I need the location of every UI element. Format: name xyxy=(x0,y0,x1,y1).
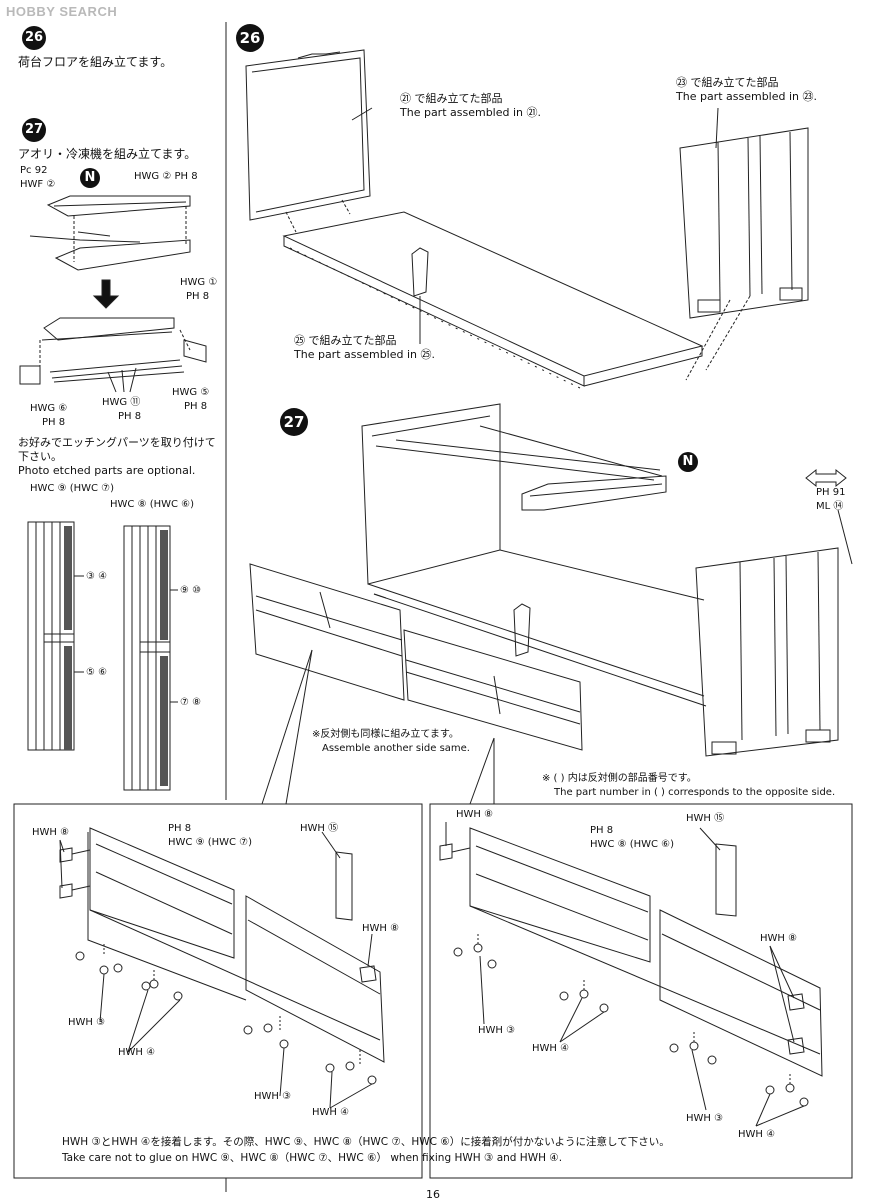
ph8-label-d: PH 8 xyxy=(118,411,142,422)
bl-hwh3-a: HWH ③ xyxy=(68,1017,106,1028)
n-badge-right: N xyxy=(678,452,698,472)
n-badge-left: N xyxy=(80,168,100,188)
bl-hwh3-b: HWH ③ xyxy=(254,1091,292,1102)
hwf-label: HWF ② xyxy=(20,179,56,190)
br-hwc: HWC ⑧ (HWC ⑥) xyxy=(590,839,675,850)
hwg-upper-assembly xyxy=(29,195,191,271)
hwc8-label: HWC ⑧ (HWC ⑥) xyxy=(110,499,195,510)
bl-ph8: PH 8 xyxy=(168,823,192,834)
ref21-en: The part assembled in ㉑. xyxy=(400,106,542,119)
pc-label: Pc 92 xyxy=(20,165,48,176)
ml14-label: ML ⑭ xyxy=(816,501,844,512)
detail-right-pins xyxy=(453,934,809,1107)
ref23-en: The part assembled in ㉓. xyxy=(676,90,818,103)
step-27-text: アオリ・冷凍機を組み立てます。 xyxy=(18,147,197,161)
hwg11-label: HWG ⑪ xyxy=(102,397,141,408)
optional-en: Photo etched parts are optional. xyxy=(18,464,196,477)
bl-hwc: HWC ⑨ (HWC ⑦) xyxy=(168,837,253,848)
br-hwh3-a: HWH ③ xyxy=(478,1025,516,1036)
br-hwh4-b: HWH ④ xyxy=(738,1129,776,1140)
part-9-10: ⑨ ⑩ xyxy=(180,585,202,596)
down-arrow xyxy=(92,279,120,309)
bl-hwh15: HWH ⑮ xyxy=(300,823,339,834)
ref25-jp: ㉕ で組み立てた部品 xyxy=(294,334,397,347)
note-jp: ※反対側も同様に組み立てます。 xyxy=(312,729,459,740)
rear-door xyxy=(695,547,839,757)
step-26-right-badge: 26 xyxy=(236,24,264,52)
step-26-badge: 26 xyxy=(22,26,46,50)
etched-strip-left xyxy=(27,521,84,751)
double-arrow xyxy=(805,468,847,488)
bl-hwh8-a: HWH ⑧ xyxy=(32,827,70,838)
br-hwh4-a: HWH ④ xyxy=(532,1043,570,1054)
note-en: Assemble another side same. xyxy=(322,743,470,754)
hwg6-label: HWG ⑥ xyxy=(30,403,68,414)
ref23-jp: ㉓ で組み立てた部品 xyxy=(676,76,779,89)
br-hwh8-a: HWH ⑧ xyxy=(456,809,494,820)
hwg5-label: HWG ⑤ xyxy=(172,387,210,398)
bl-hwh4-a: HWH ④ xyxy=(118,1047,156,1058)
hwg2-label: HWG ② PH 8 xyxy=(134,171,198,182)
ph8-label-a: PH 8 xyxy=(186,291,210,302)
rear-door-23 xyxy=(679,127,809,381)
bl-hwh4-b: HWH ④ xyxy=(312,1107,350,1118)
br-hwh3-b: HWH ③ xyxy=(686,1113,724,1124)
page-number: 16 xyxy=(426,1188,440,1201)
footer-note-jp: HWH ③とHWH ④を接着します。その際、HWC ⑨、HWC ⑧（HWC ⑦、… xyxy=(62,1136,670,1148)
part-7-8: ⑦ ⑧ xyxy=(180,697,202,708)
etched-strip-right xyxy=(123,525,178,791)
paren-note-jp: ※ ( ) 内は反対側の部品番号です。 xyxy=(542,773,697,784)
paren-note-en: The part number in ( ) corresponds to th… xyxy=(554,787,836,798)
hwg1-label: HWG ① xyxy=(180,277,218,288)
br-hwh8-b: HWH ⑧ xyxy=(760,933,798,944)
detail-left-pins xyxy=(75,944,377,1085)
optional-jp-2: 下さい。 xyxy=(18,450,62,463)
side-rails xyxy=(249,563,583,751)
detail-box-left xyxy=(13,803,423,1179)
optional-jp-1: お好みでエッチングパーツを取り付けて xyxy=(18,436,216,449)
step-27-badge: 27 xyxy=(22,118,46,142)
detail-right-leaders xyxy=(445,822,805,1127)
front-panel-21 xyxy=(245,49,371,233)
ph8-label-b: PH 8 xyxy=(184,401,208,412)
footer-note-en: Take care not to glue on HWC ⑨、HWC ⑧（HWC… xyxy=(62,1152,563,1164)
detail-right-panel xyxy=(439,827,823,1077)
hwg-lower-assembly xyxy=(19,317,207,393)
detail-box-right xyxy=(429,803,853,1179)
br-ph8: PH 8 xyxy=(590,825,614,836)
ph91-label: PH 91 xyxy=(816,487,846,498)
br-hwh15: HWH ⑮ xyxy=(686,813,725,824)
detail-left-leaders xyxy=(59,831,373,1109)
part-5-6: ⑤ ⑥ xyxy=(86,667,108,678)
floor-25 xyxy=(282,211,704,389)
ref25-en: The part assembled in ㉕. xyxy=(294,348,436,361)
step-27-right-badge: 27 xyxy=(280,408,308,436)
bl-hwh8-b: HWH ⑧ xyxy=(362,923,400,934)
hwc9-label: HWC ⑨ (HWC ⑦) xyxy=(30,483,115,494)
watermark-logo: HOBBY SEARCH xyxy=(6,4,118,19)
step-26-text: 荷台フロアを組み立てます。 xyxy=(18,55,173,69)
detail-left-panel xyxy=(59,827,385,1063)
ref21-jp: ㉑ で組み立てた部品 xyxy=(400,92,503,105)
part-3-4: ③ ④ xyxy=(86,571,108,582)
box-body xyxy=(361,403,707,707)
ph8-label-c: PH 8 xyxy=(42,417,66,428)
